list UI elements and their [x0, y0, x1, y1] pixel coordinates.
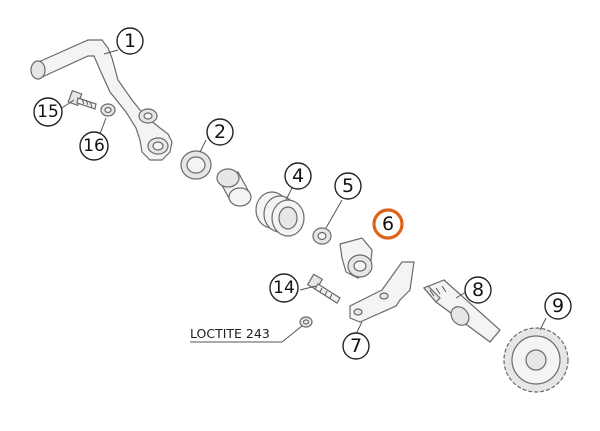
spring-4-part [255, 191, 305, 237]
callout-2-label: 2 [214, 121, 226, 143]
callout-16-label: 16 [83, 136, 105, 156]
callout-5: 5 [334, 172, 362, 200]
callout-5-label: 5 [342, 175, 354, 197]
small-washer-part [299, 316, 313, 328]
callout-1: 1 [116, 27, 144, 55]
bushing-part [216, 168, 252, 207]
callout-4: 4 [284, 162, 312, 190]
callout-16: 16 [79, 131, 109, 161]
leader-lines [61, 49, 547, 343]
callout-8-label: 8 [472, 279, 484, 301]
callout-2: 2 [206, 118, 234, 146]
stop-plate-7-part [349, 261, 415, 323]
callout-8: 8 [464, 276, 492, 304]
callout-14-label: 14 [273, 278, 295, 298]
kick-lever-part [30, 39, 173, 161]
shaft-8-part [422, 279, 501, 343]
ratchet-wheel-6-part [339, 237, 373, 279]
callout-14: 14 [269, 273, 299, 303]
loctite-annotation: LOCTITE 243 [190, 326, 270, 341]
bolt-14-part [306, 273, 341, 304]
seal-ring-2-part [180, 150, 212, 180]
callout-4-label: 4 [292, 165, 304, 187]
callout-6-label: 6 [382, 213, 394, 235]
callout-1-label: 1 [124, 30, 136, 52]
callout-9: 9 [544, 292, 572, 320]
gear-9-part [503, 327, 569, 393]
callout-9-label: 9 [552, 295, 564, 317]
bolt-15-part [67, 89, 97, 110]
washer-16-part [100, 103, 116, 117]
callout-15: 15 [33, 97, 63, 127]
callout-7-label: 7 [350, 335, 362, 357]
callout-6: 6 [372, 208, 404, 240]
washer-5-part [312, 227, 332, 245]
callout-15-label: 15 [37, 102, 59, 122]
callout-7: 7 [342, 332, 370, 360]
